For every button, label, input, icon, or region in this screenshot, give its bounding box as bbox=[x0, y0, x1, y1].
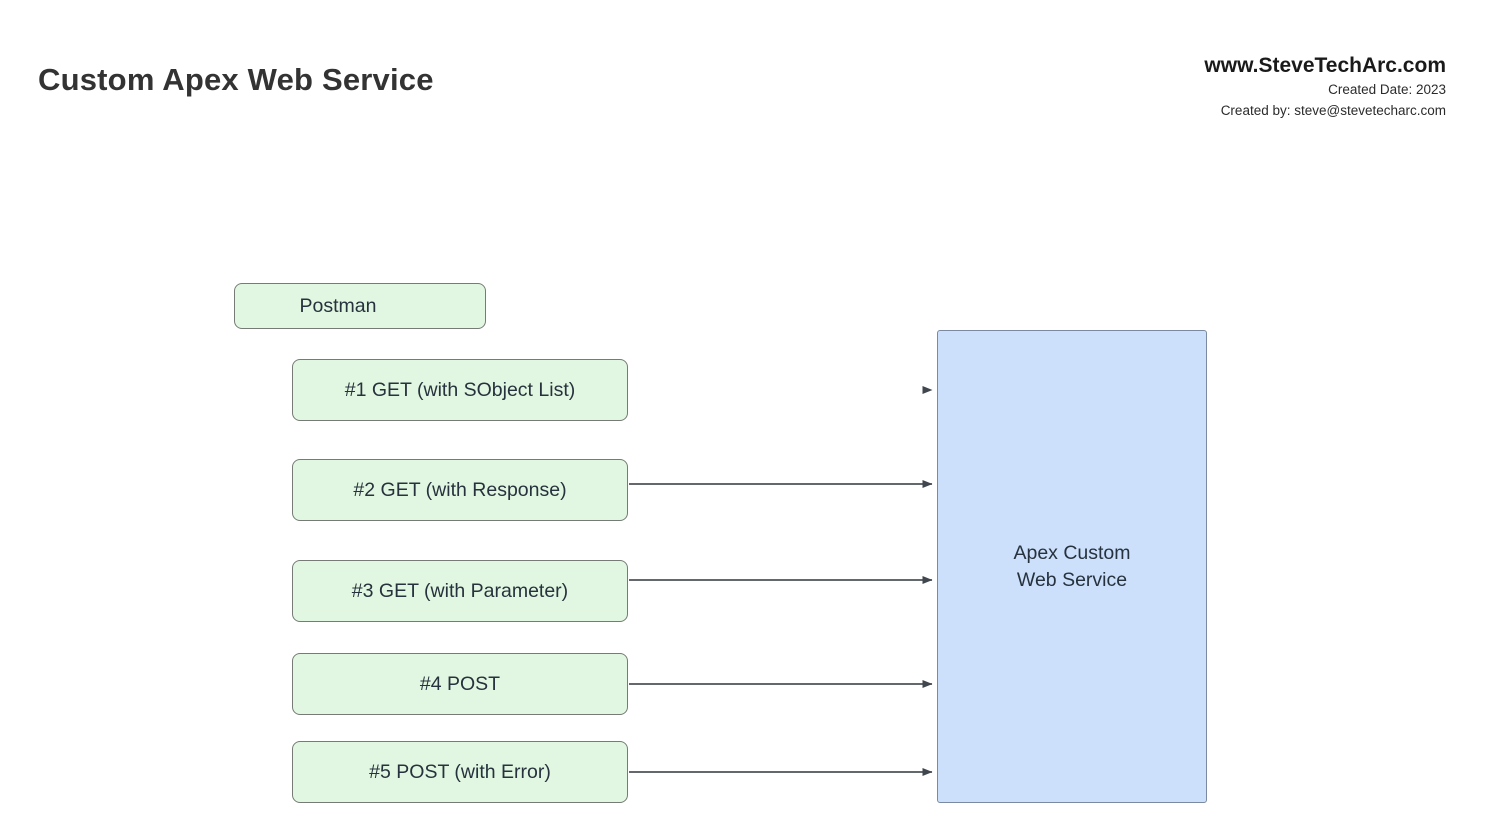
node-apex-web-service-line2: Web Service bbox=[1016, 568, 1128, 591]
created-date: Created Date: 2023 bbox=[1328, 82, 1446, 98]
node-apex-web-service-line1: Apex Custom bbox=[1013, 541, 1131, 564]
node-request-4-label: #4 POST bbox=[419, 672, 501, 695]
node-postman-label: Postman bbox=[299, 294, 377, 317]
node-request-2-label: #2 GET (with Response) bbox=[353, 478, 567, 501]
node-request-4[interactable]: #4 POST bbox=[292, 653, 628, 715]
node-request-3[interactable]: #3 GET (with Parameter) bbox=[292, 560, 628, 622]
node-request-5[interactable]: #5 POST (with Error) bbox=[292, 741, 628, 803]
node-postman[interactable]: Postman bbox=[234, 283, 486, 329]
page-title: Custom Apex Web Service bbox=[38, 62, 434, 97]
site-url: www.SteveTechArc.com bbox=[1204, 54, 1446, 77]
node-request-2[interactable]: #2 GET (with Response) bbox=[292, 459, 628, 521]
node-request-1[interactable]: #1 GET (with SObject List) bbox=[292, 359, 628, 421]
node-request-3-label: #3 GET (with Parameter) bbox=[351, 579, 569, 602]
credits-block: www.SteveTechArc.com Created Date: 2023 … bbox=[1204, 54, 1446, 121]
node-apex-web-service-label: Apex Custom Web Service bbox=[1013, 540, 1130, 594]
node-apex-web-service[interactable]: Apex Custom Web Service bbox=[937, 330, 1207, 803]
node-request-1-label: #1 GET (with SObject List) bbox=[344, 378, 576, 401]
node-request-5-label: #5 POST (with Error) bbox=[369, 760, 551, 783]
created-by: Created by: steve@stevetecharc.com bbox=[1220, 102, 1446, 118]
